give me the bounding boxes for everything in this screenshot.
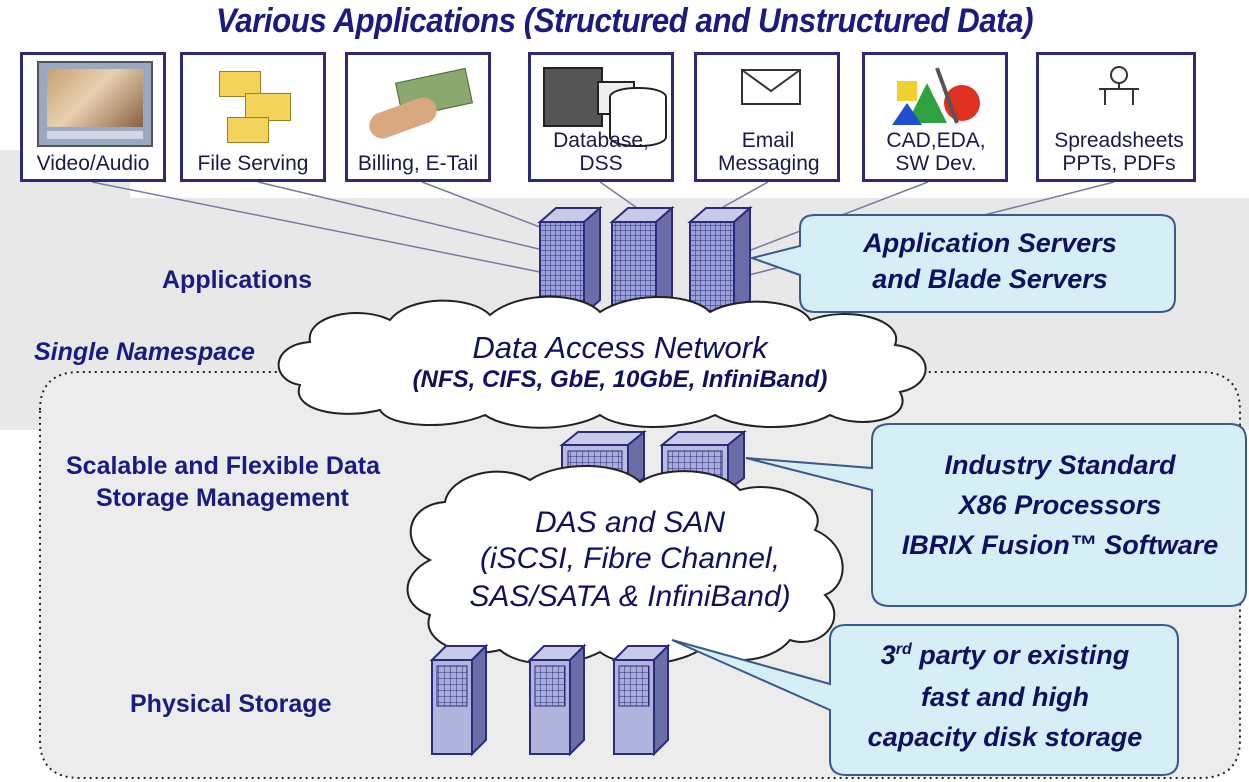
app-database: Database, DSS [528, 52, 674, 182]
app-label: File Serving [197, 152, 309, 175]
app-label: CAD,EDA, SW Dev. [886, 129, 986, 175]
storage-rack-3 [611, 643, 671, 757]
callout-processors-line3: IBRIX Fusion™ Software [901, 530, 1219, 560]
app-label: Database, DSS [553, 129, 649, 175]
network-cloud [277, 295, 927, 429]
callout-servers-line2: and Blade Servers [872, 264, 1108, 294]
callout-storage-line3: capacity disk storage [867, 722, 1143, 752]
callout-storage-line1: 3rd party or existing [840, 640, 1170, 671]
callout-servers-shape [748, 214, 1176, 313]
storage-mgmt-label-line1: Scalable and Flexible Data [66, 452, 381, 480]
storage-mgmt-label-line2: Storage Management [96, 484, 349, 512]
network-cloud-protocols: (NFS, CIFS, GbE, 10GbE, InfiniBand) [412, 366, 828, 393]
app-email: Email Messaging [694, 52, 840, 182]
folders-icon [209, 71, 305, 151]
network-cloud-title: Data Access Network [472, 330, 768, 365]
database-icon [543, 61, 667, 151]
callout-storage-line2: fast and high [921, 682, 1089, 712]
app-spreadsheets: Spreadsheets PPTs, PDFs [1036, 52, 1196, 182]
money-hand-icon [365, 65, 474, 145]
san-cloud-line2: (iSCSI, Fibre Channel, [479, 542, 781, 575]
callout-processors-shape [745, 423, 1247, 607]
app-billing: Billing, E-Tail [345, 52, 491, 182]
app-video-audio: Video/Audio [20, 52, 166, 182]
storage-rack-1 [429, 643, 489, 757]
applications-label: Applications [162, 266, 313, 294]
app-cad: CAD,EDA, SW Dev. [862, 52, 1008, 182]
storage-third-number: 3 [880, 640, 896, 670]
san-cloud-title: DAS and SAN [534, 506, 726, 539]
storage-third-rest: party or existing [911, 640, 1130, 670]
app-label: Video/Audio [36, 152, 150, 175]
callout-processors-line1: Industry Standard [944, 450, 1176, 480]
storage-rack-2 [527, 643, 587, 757]
app-label: Spreadsheets PPTs, PDFs [1054, 129, 1184, 175]
app-server-rack-3 [687, 205, 753, 317]
physical-storage-label: Physical Storage [130, 690, 332, 718]
page-title: Various Applications (Structured and Uns… [215, 2, 1034, 40]
app-label: Billing, E-Tail [357, 152, 479, 175]
callout-processors-line2: X86 Processors [958, 490, 1162, 520]
storage-third-suffix: rd [895, 641, 912, 658]
documents-icon [1095, 65, 1143, 109]
callout-storage-shape [671, 624, 1179, 776]
single-namespace-label: Single Namespace [34, 338, 255, 366]
callout-servers-line1: Application Servers [863, 228, 1117, 258]
envelope-icon [741, 69, 801, 105]
app-label: Email Messaging [718, 129, 820, 175]
san-cloud [406, 465, 844, 665]
cad-shapes-icon [887, 63, 987, 129]
san-cloud-line3: SAS/SATA & InfiniBand) [469, 580, 791, 613]
video-player-icon [37, 61, 153, 147]
app-file-serving: File Serving [180, 52, 326, 182]
